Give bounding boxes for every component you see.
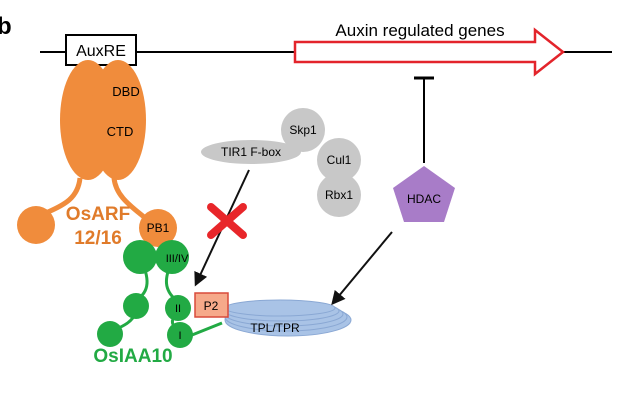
gene-arrow [293,27,566,77]
osarf-name-line1: OsARF [66,204,130,225]
iii-iv-label: III/IV [166,253,189,265]
osiaa10-loop-node [123,293,149,319]
dbd-label: DBD [112,84,139,99]
tir1-label: TIR1 F-box [221,145,281,159]
osarf-linker-left [46,177,83,215]
osarf-pb1-domain [139,209,177,247]
osarf-dimer [17,60,177,247]
ii-label: II [175,303,181,315]
tpl-tpr-label: TPL/TPR [250,321,300,335]
panel-label: b [0,13,12,40]
auxre-label: AuxRE [76,43,126,60]
scf-complex [201,108,361,217]
osiaa10-name: OsIAA10 [93,346,172,367]
block-x-mark [207,203,247,239]
osiaa10-domain-ii [165,295,191,321]
osarf-name-line2: 12/16 [74,228,122,249]
hdac-pentagon [393,166,455,222]
tir1-fbox [201,140,301,164]
hdac-arrow [331,231,393,306]
p2-box [194,292,229,318]
cul1-subunit [317,138,361,182]
osiaa10-domain-iii-iv [155,240,189,274]
rbx1-subunit [317,173,361,217]
osarf-domain-left [17,206,55,244]
pb1-label: PB1 [147,221,170,235]
auxre-box [65,34,137,66]
i-label: I [178,330,181,342]
osiaa10-domain-head [123,240,157,274]
tpl-tpr-corepressor [224,299,352,337]
ctd-label: CTD [107,124,134,139]
skp1-subunit [281,108,325,152]
p2-label: P2 [204,299,219,313]
osarf-monomer-right [90,60,146,180]
osiaa10-domain-i [167,322,193,348]
rbx1-label: Rbx1 [325,188,353,202]
hdac-label: HDAC [407,192,441,206]
osiaa10-tail-node [97,321,123,347]
cul1-label: Cul1 [327,153,352,167]
osiaa10-protein [97,240,223,348]
skp1-label: Skp1 [289,123,317,137]
genes-label: Auxin regulated genes [335,21,504,40]
